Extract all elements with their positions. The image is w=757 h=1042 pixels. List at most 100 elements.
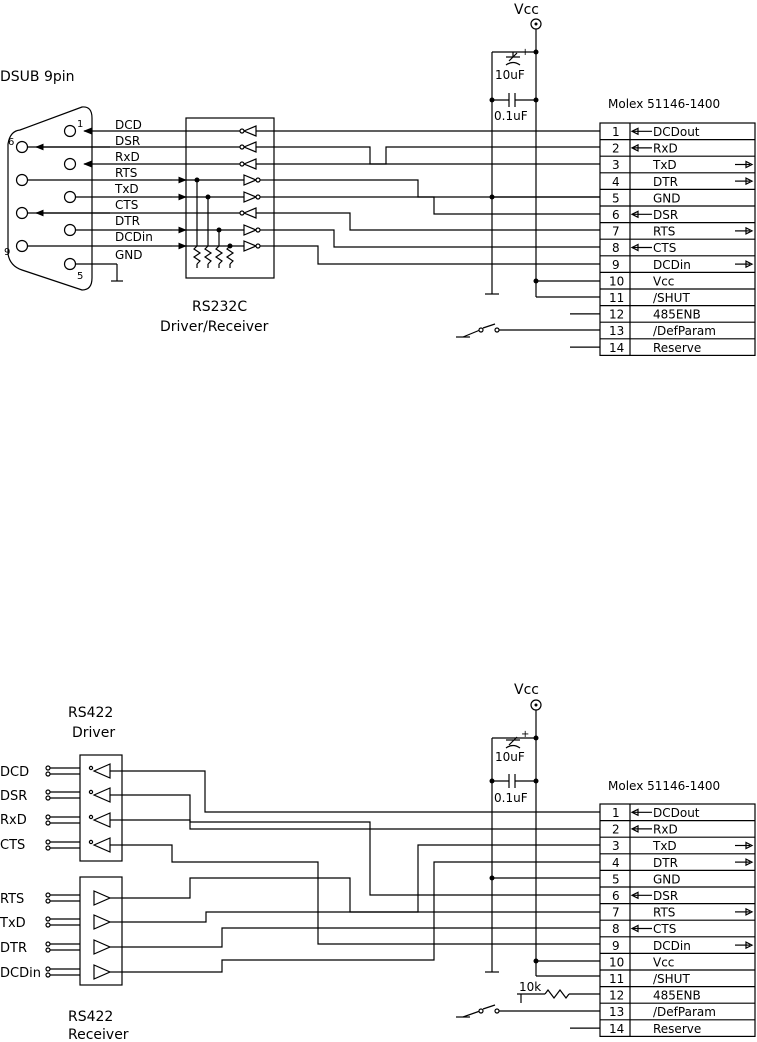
dsub-pin-3 xyxy=(63,157,77,171)
dsub-signal-labels: DCD DSR RxD RTS TxD CTS DTR DCDin GND xyxy=(114,118,153,262)
connector-signal-13: /DefParam xyxy=(653,324,716,338)
top-cap-10uf-label: 10uF xyxy=(495,68,525,82)
connector-pin-7: 7 xyxy=(612,906,620,920)
connector-pin-13: 13 xyxy=(609,324,624,338)
connector-signal-3: TxD xyxy=(652,839,677,853)
svg-text:6: 6 xyxy=(8,137,14,148)
connector-pin-1: 1 xyxy=(612,125,620,139)
rs422-receiver-label: RS422 xyxy=(68,1009,113,1025)
connector-pin-9: 9 xyxy=(612,258,620,272)
connector-signal-7: RTS xyxy=(653,906,675,920)
svg-text:DCD: DCD xyxy=(115,118,142,132)
connector-signal-11: /SHUT xyxy=(653,972,690,986)
bottom-wires xyxy=(45,763,600,980)
svg-text:DCDin: DCDin xyxy=(115,230,153,244)
rs422-receiver-sublabel: Receiver xyxy=(68,1027,129,1042)
svg-text:DCD: DCD xyxy=(0,765,29,780)
resistor-10k-label: 10k xyxy=(519,980,541,994)
svg-text:9: 9 xyxy=(4,247,10,258)
connector-pin-11: 11 xyxy=(609,972,624,986)
connector-pin-14: 14 xyxy=(609,1022,624,1036)
svg-text:GND: GND xyxy=(115,248,143,262)
svg-text:DTR: DTR xyxy=(115,214,140,228)
connector-signal-12: 485ENB xyxy=(653,308,701,322)
connector-signal-8: CTS xyxy=(653,922,676,936)
top-cap-01uf-label: 0.1uF xyxy=(494,109,528,123)
connector-signal-6: DSR xyxy=(653,208,678,222)
svg-text:+: + xyxy=(521,47,529,58)
top-vcc-label: Vcc xyxy=(514,2,539,18)
connector-pin-6: 6 xyxy=(612,208,620,222)
svg-text:+: + xyxy=(521,729,529,740)
bottom-schematic: Vcc + 10uF 0.1uF RS422 Driver RS422 Rece… xyxy=(0,682,756,1042)
connector-pin-10: 10 xyxy=(609,955,624,969)
connector-signal-6: DSR xyxy=(653,889,678,903)
svg-text:DSR: DSR xyxy=(0,789,27,804)
svg-text:RxD: RxD xyxy=(115,150,140,164)
rs422-receiver-box xyxy=(79,876,123,986)
connector-pin-8: 8 xyxy=(612,922,620,936)
connector-signal-5: GND xyxy=(653,191,681,205)
rs422-driver-box xyxy=(79,754,123,862)
connector-pin-5: 5 xyxy=(612,872,620,886)
connector-pin-9: 9 xyxy=(612,939,620,953)
connector-signal-1: DCDout xyxy=(653,806,700,820)
resistor-10k xyxy=(544,989,570,999)
rs422-signal-labels: DCD DSR RxD CTS RTS TxD DTR DCDin xyxy=(0,765,41,981)
connector-signal-14: Reserve xyxy=(653,1022,701,1036)
dsub-pins xyxy=(15,124,77,271)
connector-pin-12: 12 xyxy=(609,989,624,1003)
dsub-connector xyxy=(7,106,93,291)
connector-signal-7: RTS xyxy=(653,225,675,239)
rs422-driver-sublabel: Driver xyxy=(72,725,115,741)
connector-pin-10: 10 xyxy=(609,274,624,288)
connector-signal-9: DCDin xyxy=(653,258,691,272)
connector-signal-10: Vcc xyxy=(653,955,674,969)
connector-pin-2: 2 xyxy=(612,142,620,156)
connector-signal-12: 485ENB xyxy=(653,989,701,1003)
connector-signal-2: RxD xyxy=(653,142,678,156)
connector-signal-9: DCDin xyxy=(653,939,691,953)
dsub-pin-9 xyxy=(63,257,77,271)
connector-signal-4: DTR xyxy=(653,175,678,189)
connector-pin-4: 4 xyxy=(612,175,620,189)
connector-signal-1: DCDout xyxy=(653,125,700,139)
svg-text:CTS: CTS xyxy=(115,198,138,212)
dsub-pin-2 xyxy=(15,140,29,154)
svg-text:DCDin: DCDin xyxy=(0,966,41,981)
svg-text:TxD: TxD xyxy=(114,182,139,196)
dsub-pin-7 xyxy=(63,223,77,237)
svg-text:RTS: RTS xyxy=(0,892,24,907)
svg-text:RTS: RTS xyxy=(115,166,137,180)
connector-signal-11: /SHUT xyxy=(653,291,690,305)
top-wires xyxy=(28,125,600,268)
connector-signal-5: GND xyxy=(653,872,681,886)
dsub-pin-1 xyxy=(63,124,77,138)
rs422-driver-label: RS422 xyxy=(68,705,113,721)
connector-signal-2: RxD xyxy=(653,823,678,837)
top-connector-title: Molex 51146-1400 xyxy=(608,97,720,111)
connector-signal-4: DTR xyxy=(653,856,678,870)
bottom-cap-10uf-label: 10uF xyxy=(495,750,525,764)
connector-pin-8: 8 xyxy=(612,241,620,255)
bottom-vcc-label: Vcc xyxy=(514,682,539,698)
svg-text:5: 5 xyxy=(77,271,83,282)
svg-text:DTR: DTR xyxy=(0,941,27,956)
connector-pin-3: 3 xyxy=(612,839,620,853)
connector-pin-2: 2 xyxy=(612,823,620,837)
dsub-pin-6 xyxy=(15,206,29,220)
bottom-defparam-switch xyxy=(462,1010,481,1018)
connector-signal-3: TxD xyxy=(652,158,677,172)
connector-pin-7: 7 xyxy=(612,225,620,239)
connector-pin-11: 11 xyxy=(609,291,624,305)
connector-pin-3: 3 xyxy=(612,158,620,172)
rs232c-sublabel: Driver/Receiver xyxy=(160,319,269,335)
svg-text:1: 1 xyxy=(77,119,83,130)
connector-pin-1: 1 xyxy=(612,806,620,820)
bottom-connector-title: Molex 51146-1400 xyxy=(608,779,720,793)
top-schematic: Vcc + 10uF 0.1uF DSUB 9pin 1 6 9 5 xyxy=(0,2,756,356)
dsub-pin-4 xyxy=(15,173,29,187)
